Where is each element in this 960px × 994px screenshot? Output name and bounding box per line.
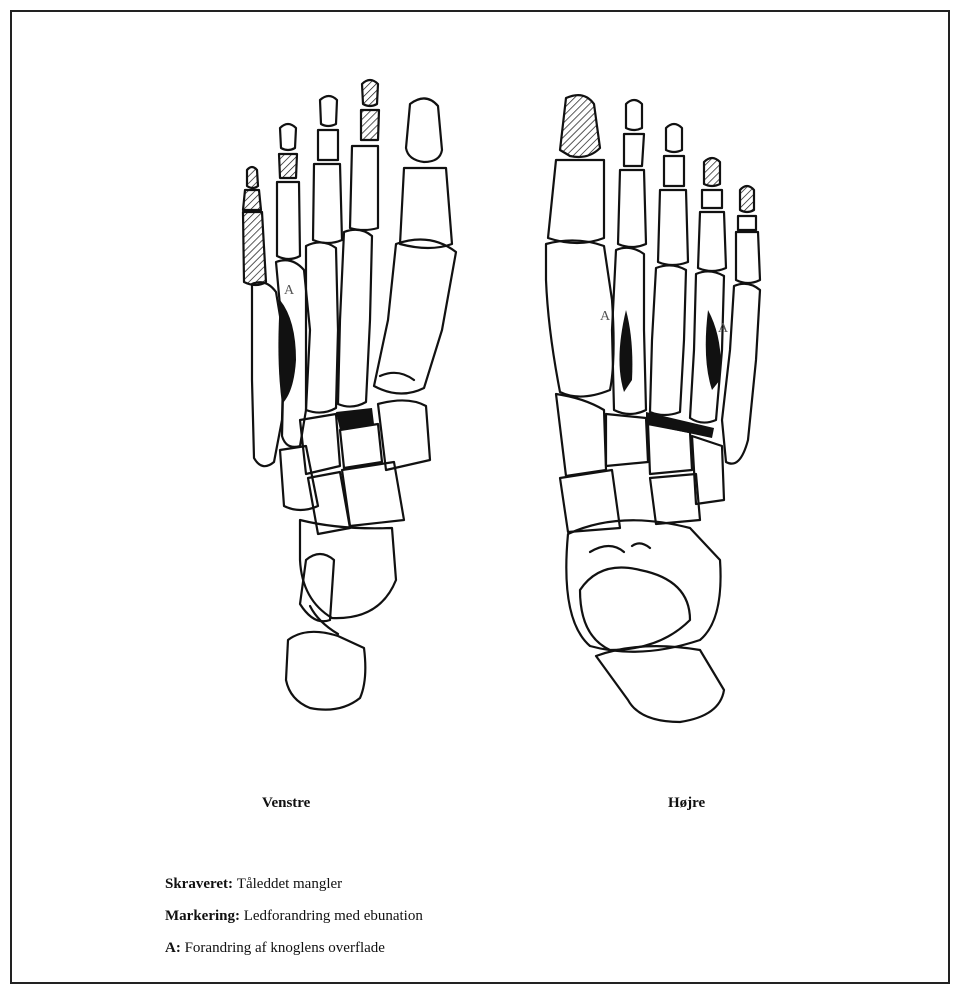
right-tarsals (556, 394, 724, 532)
right-toe-3 (658, 124, 688, 265)
left-marker-a: A (284, 283, 295, 298)
right-ebunation-mark-1 (619, 310, 632, 392)
right-talus-calcaneus (566, 520, 724, 722)
left-talus-calcaneus (286, 520, 396, 710)
right-toe-2 (618, 100, 646, 247)
legend-value: Forandring af knoglens overflade (185, 940, 385, 956)
legend-value: Ledforandring med ebunation (244, 908, 423, 924)
left-ebunation-mark (278, 300, 296, 404)
right-metatarsals (546, 240, 760, 463)
right-foot-caption: Højre (668, 795, 705, 812)
right-toe-5 (736, 186, 760, 283)
right-big-toe (548, 95, 604, 243)
right-toe-4 (698, 158, 726, 271)
right-marker-a-2: A (718, 321, 729, 336)
left-big-toe (400, 98, 452, 248)
legend-key: A: (165, 940, 181, 956)
right-foot-skeleton: A A (546, 95, 760, 722)
right-marker-a-1: A (600, 309, 611, 324)
left-foot-skeleton: A (243, 80, 456, 710)
left-foot-caption: Venstre (262, 795, 310, 812)
left-toe-3 (313, 96, 342, 243)
legend-key: Skraveret: (165, 876, 233, 892)
legend-item-hatched: Skraveret: Tåleddet mangler (165, 876, 342, 893)
legend-key: Markering: (165, 908, 240, 924)
left-toe-2 (350, 80, 379, 230)
legend-item-marking: Markering: Ledforandring med ebunation (165, 908, 423, 925)
left-toe-5 (243, 167, 266, 285)
legend-value: Tåleddet mangler (237, 876, 342, 892)
left-toe-4 (277, 124, 300, 259)
legend-item-a: A: Forandring af knoglens overflade (165, 940, 385, 957)
